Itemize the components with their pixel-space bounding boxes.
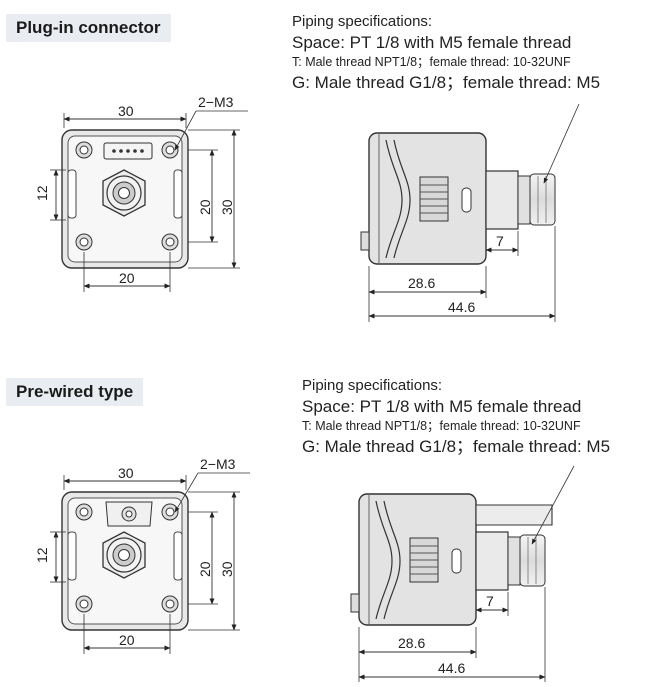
dim-holes: 2−M3 — [198, 94, 234, 110]
dim-left: 12 — [34, 185, 50, 201]
front-view-pre-wired: 30 2−M3 12 20 30 20 — [34, 456, 250, 654]
dim-right-outer: 30 — [219, 199, 235, 215]
dim-body: 28.6 — [408, 275, 435, 291]
section-title-plug-in: Plug-in connector — [6, 14, 171, 42]
dim-right-outer: 30 — [219, 561, 235, 577]
dim-width-top: 30 — [118, 465, 134, 481]
piping-spec-plug-in: Piping specifications: Space: PT 1/8 wit… — [292, 12, 600, 94]
side-view-pre-wired: 7 28.6 44.6 — [350, 465, 575, 682]
piping-spec-pre-wired: Piping specifications: Space: PT 1/8 wit… — [302, 376, 610, 458]
cable-gland — [105, 501, 153, 527]
section-title-pre-wired: Pre-wired type — [6, 378, 144, 406]
g-spec: G: Male thread G1/8；female thread: M5 — [292, 72, 601, 92]
piping-heading: Piping specifications: — [302, 377, 443, 394]
dim-port: 7 — [486, 593, 494, 609]
dim-bottom: 20 — [119, 632, 135, 648]
dim-port: 7 — [496, 233, 504, 249]
dim-left: 12 — [34, 547, 50, 563]
t-spec: T: Male thread NPT1/8；female thread: 10-… — [302, 418, 581, 433]
dim-bottom: 20 — [119, 270, 135, 286]
dim-total: 44.6 — [438, 660, 465, 676]
dim-right-inner: 20 — [197, 199, 213, 215]
side-view-plug-in: 7 28.6 44.6 — [360, 103, 580, 322]
space-spec: Space: PT 1/8 with M5 female thread — [292, 32, 572, 52]
piping-heading: Piping specifications: — [292, 13, 433, 30]
dim-width-top: 30 — [118, 103, 134, 119]
dim-holes: 2−M3 — [200, 456, 236, 472]
space-spec: Space: PT 1/8 with M5 female thread — [302, 396, 582, 416]
connector-pins — [103, 142, 153, 160]
g-spec: G: Male thread G1/8；female thread: M5 — [302, 436, 611, 456]
front-view-plug-in: 30 2−M3 12 20 30 20 — [34, 94, 248, 292]
dim-body: 28.6 — [398, 635, 425, 651]
dim-total: 44.6 — [448, 299, 475, 315]
dim-right-inner: 20 — [197, 561, 213, 577]
t-spec: T: Male thread NPT1/8；female thread: 10-… — [292, 54, 571, 69]
